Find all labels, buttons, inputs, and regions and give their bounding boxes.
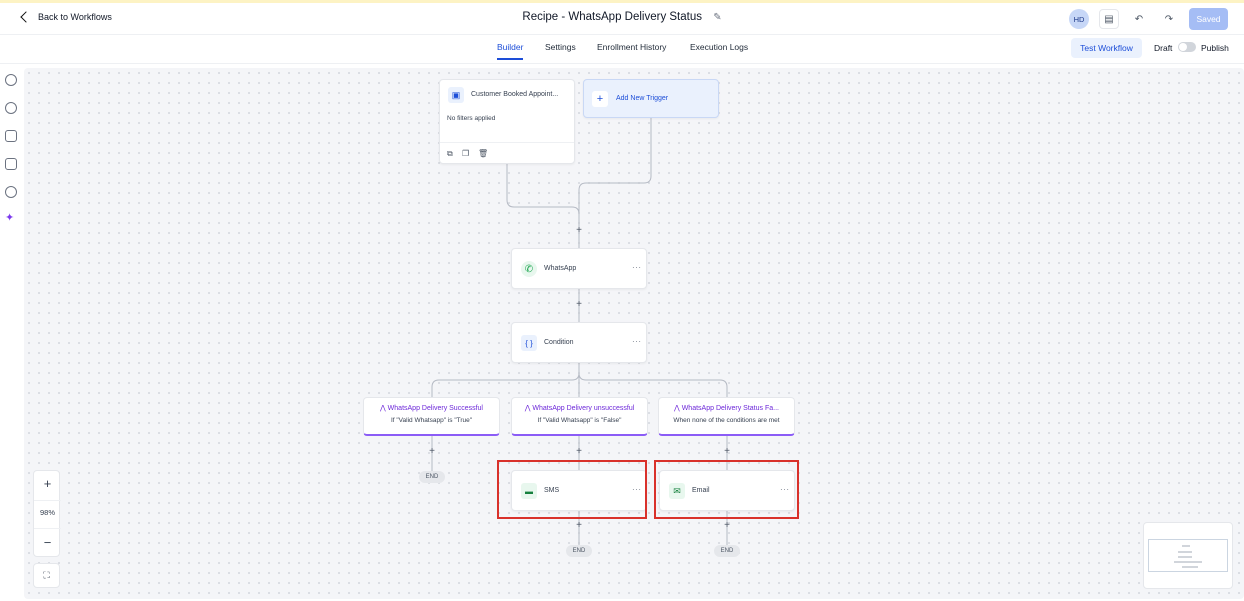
check-circle-icon[interactable] <box>5 74 17 86</box>
undo-icon[interactable]: ↶ <box>1134 13 1144 25</box>
left-toolbar: ✦ <box>0 64 22 601</box>
end-marker: END <box>566 545 592 557</box>
sms-node[interactable]: ▬ SMS ··· <box>511 470 647 511</box>
redo-icon[interactable]: ↷ <box>1164 13 1174 25</box>
branch-title: ⋀ WhatsApp Delivery Status Fa... <box>674 405 779 412</box>
branch-title: ⋀ WhatsApp Delivery Successful <box>379 405 483 412</box>
trigger-card[interactable]: ▣ Customer Booked Appoint... No filters … <box>439 79 575 164</box>
add-step-plus[interactable]: + <box>576 225 582 236</box>
minimap-node <box>1178 551 1192 553</box>
minimap-node <box>1178 556 1192 558</box>
branch-subtitle: When none of the conditions are met <box>673 417 780 424</box>
trigger-filters: No filters applied <box>447 115 496 122</box>
condition-label: Condition <box>544 339 574 346</box>
branch-title: ⋀ WhatsApp Delivery unsuccessful <box>524 405 635 412</box>
add-step-plus[interactable]: + <box>429 446 435 457</box>
note-icon[interactable] <box>5 158 17 170</box>
publish-label: Publish <box>1201 43 1229 53</box>
comment-icon[interactable] <box>5 130 17 142</box>
minimap-viewport[interactable] <box>1148 539 1228 572</box>
whatsapp-node[interactable]: ✆ WhatsApp ··· <box>511 248 647 289</box>
email-icon: ✉ <box>669 483 685 499</box>
branch-successful[interactable]: ⋀ WhatsApp Delivery Successful If "Valid… <box>363 397 500 436</box>
calendar-icon: ▣ <box>448 87 464 103</box>
test-workflow-button[interactable]: Test Workflow <box>1071 38 1142 58</box>
avatar[interactable]: HD <box>1069 9 1089 29</box>
divider <box>440 142 574 143</box>
fit-view-icon[interactable]: ⛶ <box>33 563 60 588</box>
tab-settings[interactable]: Settings <box>545 42 576 52</box>
branch-status-fallback[interactable]: ⋀ WhatsApp Delivery Status Fa... When no… <box>658 397 795 436</box>
saved-button[interactable]: Saved <box>1189 8 1228 30</box>
email-label: Email <box>692 487 710 494</box>
sms-icon: ▬ <box>521 483 537 499</box>
page-title: Recipe - WhatsApp Delivery Status ✎ <box>0 11 1244 23</box>
add-new-trigger-button[interactable]: + Add New Trigger <box>583 79 719 118</box>
copy-icon[interactable]: ⧉ <box>447 149 453 158</box>
add-step-plus[interactable]: + <box>724 446 730 457</box>
minimap-node <box>1182 545 1190 547</box>
top-accent-bar <box>0 0 1244 3</box>
zoom-controls: + 98% − <box>33 470 61 557</box>
back-label: Back to Workflows <box>38 12 112 22</box>
add-step-plus[interactable]: + <box>576 520 582 531</box>
whatsapp-label: WhatsApp <box>544 265 577 272</box>
draft-label: Draft <box>1154 43 1173 53</box>
minimap-node <box>1182 566 1198 568</box>
tab-builder[interactable]: Builder <box>497 42 524 60</box>
zoom-in-button[interactable]: + <box>43 476 52 491</box>
minimap[interactable] <box>1143 522 1233 589</box>
plus-icon: + <box>592 91 608 107</box>
branch-unsuccessful[interactable]: ⋀ WhatsApp Delivery unsuccessful If "Val… <box>511 397 648 436</box>
highlight-box <box>654 460 799 519</box>
document-icon[interactable]: ▤ <box>1099 9 1119 29</box>
trash-icon[interactable]: 🗑 <box>478 149 489 158</box>
divider <box>34 500 61 501</box>
tab-bar: Builder Settings Enrollment History Exec… <box>0 36 1244 64</box>
back-to-workflows-link[interactable]: Back to Workflows <box>20 11 112 23</box>
zoom-level: 98% <box>39 508 55 517</box>
clock-icon[interactable] <box>5 102 17 114</box>
braces-icon: { } <box>521 335 537 351</box>
add-trigger-label: Add New Trigger <box>616 95 669 102</box>
duplicate-icon[interactable]: ❐ <box>462 149 470 158</box>
add-step-plus[interactable]: + <box>576 299 582 310</box>
header: Back to Workflows Recipe - WhatsApp Deli… <box>0 3 1244 35</box>
magic-wand-icon[interactable]: ✦ <box>5 212 15 224</box>
tab-enrollment-history[interactable]: Enrollment History <box>597 42 667 52</box>
more-icon[interactable]: ··· <box>780 485 790 494</box>
history-icon[interactable] <box>5 186 17 198</box>
end-marker: END <box>714 545 740 557</box>
branch-subtitle: If "Valid Whatsapp" is "True" <box>390 417 473 424</box>
add-step-plus[interactable]: + <box>576 446 582 457</box>
branch-subtitle: If "Valid Whatsapp" is "False" <box>537 417 622 424</box>
sms-label: SMS <box>544 487 560 494</box>
header-actions: HD ▤ ↶ ↷ Saved <box>1069 8 1228 30</box>
pencil-icon[interactable]: ✎ <box>713 12 722 23</box>
divider <box>34 528 61 529</box>
whatsapp-icon: ✆ <box>521 261 537 277</box>
more-icon[interactable]: ··· <box>632 263 642 272</box>
email-node[interactable]: ✉ Email ··· <box>659 470 795 511</box>
more-icon[interactable]: ··· <box>632 485 642 494</box>
highlight-box <box>497 460 647 519</box>
more-icon[interactable]: ··· <box>632 337 642 346</box>
condition-node[interactable]: { } Condition ··· <box>511 322 647 363</box>
zoom-out-button[interactable]: − <box>43 535 52 550</box>
publish-toggle[interactable] <box>1178 42 1196 52</box>
tab-execution-logs[interactable]: Execution Logs <box>690 42 749 52</box>
workflow-title[interactable]: Recipe - WhatsApp Delivery Status <box>522 11 702 23</box>
add-step-plus[interactable]: + <box>724 520 730 531</box>
minimap-node <box>1174 561 1202 563</box>
trigger-title: Customer Booked Appoint... <box>471 91 559 98</box>
end-marker: END <box>419 471 445 483</box>
